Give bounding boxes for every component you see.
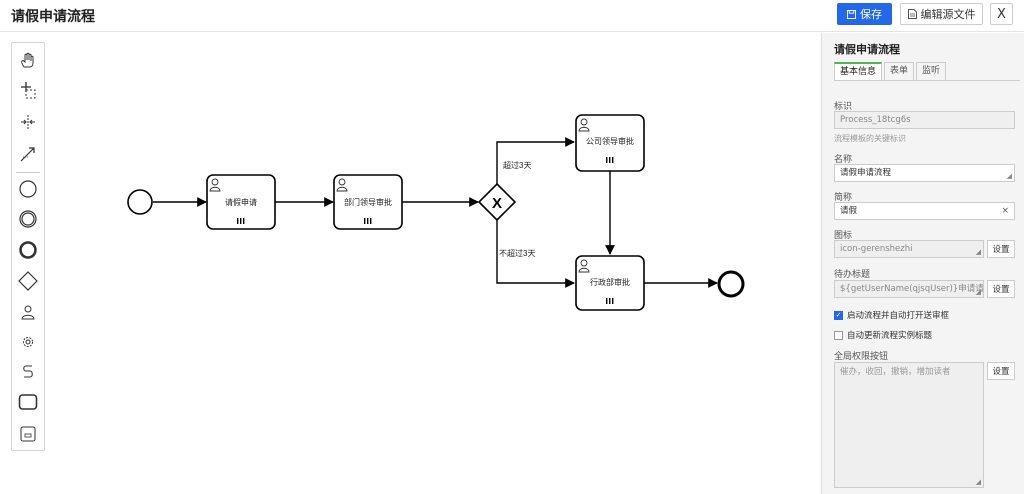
- palette-separator: [16, 172, 40, 173]
- file-icon: [907, 9, 917, 19]
- clear-icon[interactable]: ×: [1001, 206, 1009, 216]
- auto-open-checkbox[interactable]: ✓ 启动流程并自动打开送审框: [834, 309, 949, 321]
- multi-instance-icon: [364, 218, 372, 224]
- edit-source-label: 编辑源文件: [920, 8, 976, 21]
- panel-tabs: 基本信息 表单 监听: [834, 62, 948, 81]
- subprocess-icon[interactable]: [12, 359, 44, 385]
- user-task-icon[interactable]: [12, 299, 44, 325]
- end-event-icon[interactable]: [12, 237, 44, 263]
- icon-label: 图标: [834, 231, 853, 241]
- gateway-symbol: X: [492, 195, 502, 212]
- task-label: 公司领导审批: [586, 136, 634, 146]
- save-icon: [847, 9, 856, 19]
- global-permission-label: 全局权限按钮: [834, 352, 889, 362]
- tab-listener[interactable]: 监听: [916, 62, 947, 80]
- start-event-icon[interactable]: [12, 176, 44, 202]
- flow-label-not-over-3-days: 不超过3天: [499, 248, 535, 258]
- multi-instance-icon: [606, 298, 614, 304]
- user-icon: [578, 118, 590, 132]
- icon-field: icon-gerenshezhi ◢: [834, 240, 984, 258]
- todo-title-label: 待办标题: [834, 270, 871, 280]
- resize-handle-icon: ◢: [975, 248, 981, 256]
- bpmn-canvas[interactable]: 超过3天 不超过3天 请假申请 部门领导审批 X 公司领导审批 行政部审批: [50, 33, 820, 494]
- id-field: Process_18tcg6s: [834, 111, 1015, 129]
- page-title: 请假申请流程: [11, 9, 95, 25]
- sequence-flow-over-3-days[interactable]: [496, 137, 575, 184]
- tab-basic-info[interactable]: 基本信息: [834, 62, 883, 81]
- short-name-label: 简称: [834, 193, 853, 203]
- sequence-flow-not-over-3-days[interactable]: [496, 220, 575, 288]
- short-name-field[interactable]: 请假 ×: [834, 202, 1015, 220]
- top-bar: 请假申请流程 保存 编辑源文件 X: [0, 0, 1024, 32]
- service-task-icon[interactable]: [12, 329, 44, 355]
- todo-title-field: ${getUserName(qjsqUser)}申请请假 ◢: [834, 280, 984, 298]
- intermediate-event-icon[interactable]: [12, 206, 44, 232]
- user-icon: [336, 178, 348, 192]
- checkbox-unchecked-icon[interactable]: [834, 330, 843, 340]
- user-icon: [209, 178, 221, 192]
- exclusive-gateway-icon[interactable]: [12, 268, 44, 294]
- auto-update-title-label: 自动更新流程实例标题: [847, 331, 933, 341]
- task-label: 行政部审批: [590, 277, 630, 287]
- hand-tool-icon[interactable]: [12, 47, 44, 73]
- user-task-leave-request[interactable]: 请假申请: [206, 174, 276, 230]
- task-label: 请假申请: [225, 197, 257, 207]
- end-event[interactable]: [717, 270, 745, 298]
- edit-source-button[interactable]: 编辑源文件: [900, 3, 983, 25]
- todo-title-set-button[interactable]: 设置: [987, 280, 1015, 298]
- global-permission-placeholder: 催办，收回，撤销，增加读者: [840, 367, 951, 377]
- save-button-label: 保存: [860, 8, 882, 21]
- flow-label-over-3-days: 超过3天: [503, 160, 531, 170]
- resize-handle-icon[interactable]: ◢: [1006, 172, 1012, 180]
- user-task-dept-leader-approval[interactable]: 部门领导审批: [333, 174, 403, 230]
- icon-field-value: icon-gerenshezhi: [840, 244, 913, 254]
- resize-handle-icon: ◢: [975, 288, 981, 296]
- auto-update-title-checkbox[interactable]: 自动更新流程实例标题: [834, 329, 932, 341]
- task-icon[interactable]: [12, 389, 44, 415]
- task-label: 部门领导审批: [344, 197, 392, 207]
- save-button[interactable]: 保存: [837, 3, 892, 25]
- name-label: 名称: [834, 155, 853, 165]
- panel-title: 请假申请流程: [834, 43, 900, 56]
- user-task-company-leader-approval[interactable]: 公司领导审批: [575, 114, 645, 172]
- resize-handle-icon: ◢: [975, 478, 981, 486]
- close-button[interactable]: X: [990, 3, 1013, 25]
- tabs-divider: [834, 80, 1020, 81]
- name-field[interactable]: 请假申请流程 ◢: [834, 164, 1015, 182]
- properties-panel: 请假申请流程 基本信息 表单 监听 标识 Process_18tcg6s 流程模…: [821, 33, 1024, 494]
- checkbox-checked-icon[interactable]: ✓: [834, 310, 843, 320]
- data-store-icon[interactable]: [12, 421, 44, 447]
- id-hint: 流程模板的关键标识: [834, 134, 906, 143]
- user-icon: [578, 259, 590, 273]
- exclusive-gateway[interactable]: X: [477, 182, 517, 222]
- start-event[interactable]: [127, 189, 153, 215]
- lasso-tool-icon[interactable]: [12, 77, 44, 103]
- global-permission-field: 催办，收回，撤销，增加读者 ◢: [834, 362, 984, 488]
- user-task-admin-dept-approval[interactable]: 行政部审批: [575, 255, 645, 311]
- auto-open-label: 启动流程并自动打开送审框: [847, 311, 950, 321]
- todo-title-value: ${getUserName(qjsqUser)}申请请假: [840, 284, 984, 294]
- multi-instance-icon: [237, 218, 245, 224]
- tool-palette: [11, 42, 45, 451]
- name-field-value: 请假申请流程: [840, 168, 892, 178]
- id-label: 标识: [834, 102, 853, 112]
- icon-set-button[interactable]: 设置: [987, 240, 1015, 258]
- global-connect-icon[interactable]: [12, 141, 44, 167]
- global-permission-set-button[interactable]: 设置: [987, 362, 1015, 380]
- space-tool-icon[interactable]: [12, 109, 44, 135]
- tab-form[interactable]: 表单: [884, 62, 915, 80]
- multi-instance-icon: [606, 157, 614, 163]
- short-name-value: 请假: [840, 206, 858, 216]
